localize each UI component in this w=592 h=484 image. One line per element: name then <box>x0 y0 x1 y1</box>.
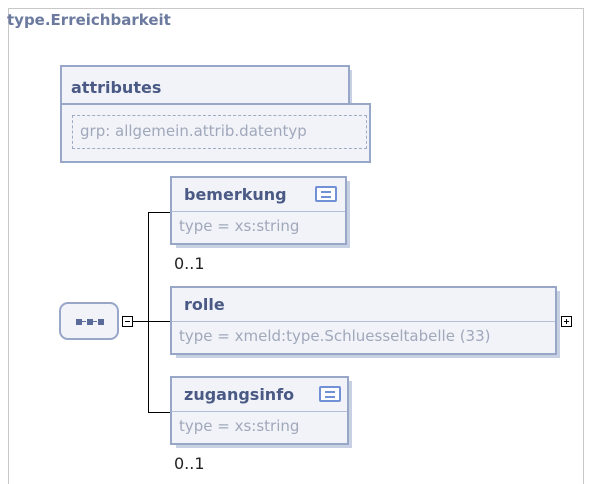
type-title: type.Erreichbarkeit <box>7 11 171 29</box>
attributes-box[interactable]: attributes grp: allgemein.attrib.datenty… <box>60 65 371 163</box>
attributes-header: attributes <box>60 65 350 105</box>
element-header: bemerkung <box>172 178 345 212</box>
collapse-minus-icon[interactable] <box>122 316 133 327</box>
attribute-group[interactable]: grp: allgemein.attrib.datentyp <box>72 115 367 149</box>
element-shadow <box>347 181 350 245</box>
doc-line <box>325 391 335 393</box>
documentation-icon[interactable] <box>319 386 341 402</box>
element-shadow <box>557 291 560 355</box>
attributes-shadow <box>349 70 352 105</box>
sequence-dash <box>82 321 86 322</box>
element-shadow <box>176 445 352 448</box>
sequence-compositor-icon[interactable] <box>59 302 119 340</box>
minus-bar <box>125 321 130 322</box>
doc-line <box>321 196 331 198</box>
element-type: type = xmeld:type.Schluesseltabelle (33) <box>179 327 491 345</box>
connector-horizontal <box>133 321 148 322</box>
sequence-dash <box>93 321 97 322</box>
attributes-body: grp: allgemein.attrib.datentyp <box>60 103 371 163</box>
element-header: zugangsinfo <box>172 378 347 412</box>
element-name: rolle <box>184 295 225 314</box>
sequence-dot <box>98 319 104 325</box>
connector-branch-zugangsinfo <box>148 412 170 413</box>
attribute-group-label: grp: allgemein.attrib.datentyp <box>80 122 307 140</box>
element-type: type = xs:string <box>179 217 300 235</box>
element-type-row: type = xs:string <box>172 212 345 243</box>
element-type-row: type = xmeld:type.Schluesseltabelle (33) <box>172 322 555 353</box>
diagram-frame <box>8 8 584 484</box>
sequence-dot <box>87 319 93 325</box>
element-zugangsinfo[interactable]: zugangsinfo type = xs:string <box>170 376 349 445</box>
element-type-row: type = xs:string <box>172 412 347 443</box>
element-shadow <box>176 355 560 358</box>
doc-line <box>321 191 331 193</box>
sequence-dot <box>76 319 82 325</box>
occurrence-label: 0..1 <box>174 254 205 273</box>
attributes-label: attributes <box>71 78 162 97</box>
expand-plus-icon[interactable] <box>561 316 572 327</box>
element-shadow <box>176 245 350 248</box>
element-type: type = xs:string <box>179 417 300 435</box>
element-name: bemerkung <box>184 185 287 204</box>
element-bemerkung[interactable]: bemerkung type = xs:string <box>170 176 347 245</box>
plus-bar-vertical <box>566 319 567 324</box>
occurrence-label: 0..1 <box>174 454 205 473</box>
element-rolle[interactable]: rolle type = xmeld:type.Schluesseltabell… <box>170 286 557 355</box>
connector-branch-rolle <box>148 321 170 322</box>
element-shadow <box>349 381 352 445</box>
element-header: rolle <box>172 288 555 322</box>
doc-line <box>325 396 335 398</box>
connector-vertical <box>148 212 149 412</box>
documentation-icon[interactable] <box>315 186 337 202</box>
connector-branch-bemerkung <box>148 212 170 213</box>
element-name: zugangsinfo <box>184 385 295 404</box>
